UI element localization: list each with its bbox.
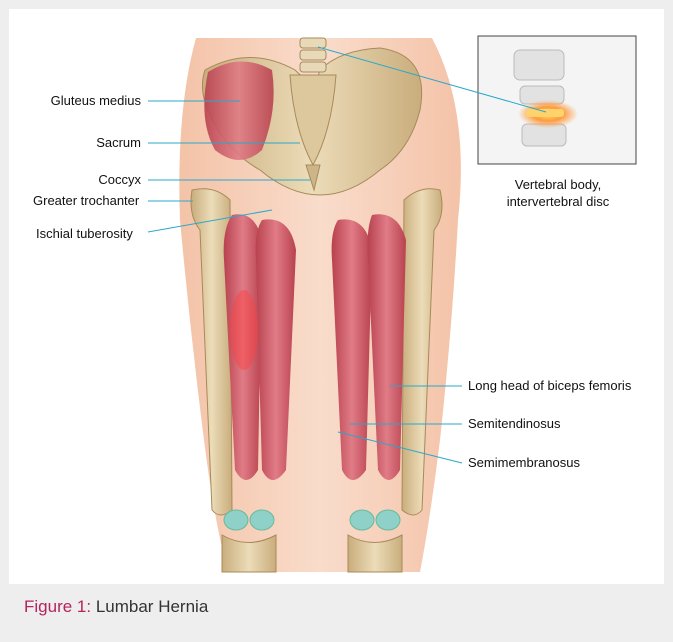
label-long-head-biceps-femoris: Long head of biceps femoris [468, 378, 631, 393]
inset-caption-line1: Vertebral body, [473, 176, 643, 193]
inset-caption-line2: intervertebral disc [473, 193, 643, 210]
label-coccyx: Coccyx [98, 172, 141, 187]
figure-caption: Figure 1: Lumbar Hernia [24, 597, 208, 617]
figure-title: Lumbar Hernia [96, 597, 208, 616]
gluteus-medius-muscle [204, 61, 273, 160]
inset-caption: Vertebral body, intervertebral disc [473, 176, 643, 210]
label-greater-trochanter: Greater trochanter [33, 193, 139, 208]
inset-vertebra [478, 36, 636, 164]
label-sacrum: Sacrum [96, 135, 141, 150]
figure-label: Figure 1: [24, 597, 91, 616]
label-gluteus-medius: Gluteus medius [51, 93, 141, 108]
injury-highlight [230, 290, 258, 370]
lumbar-spine [300, 38, 326, 72]
label-ischial-tuberosity: Ischial tuberosity [36, 226, 133, 241]
label-semitendinosus: Semitendinosus [468, 416, 561, 431]
label-semimembranosus: Semimembranosus [468, 455, 580, 470]
